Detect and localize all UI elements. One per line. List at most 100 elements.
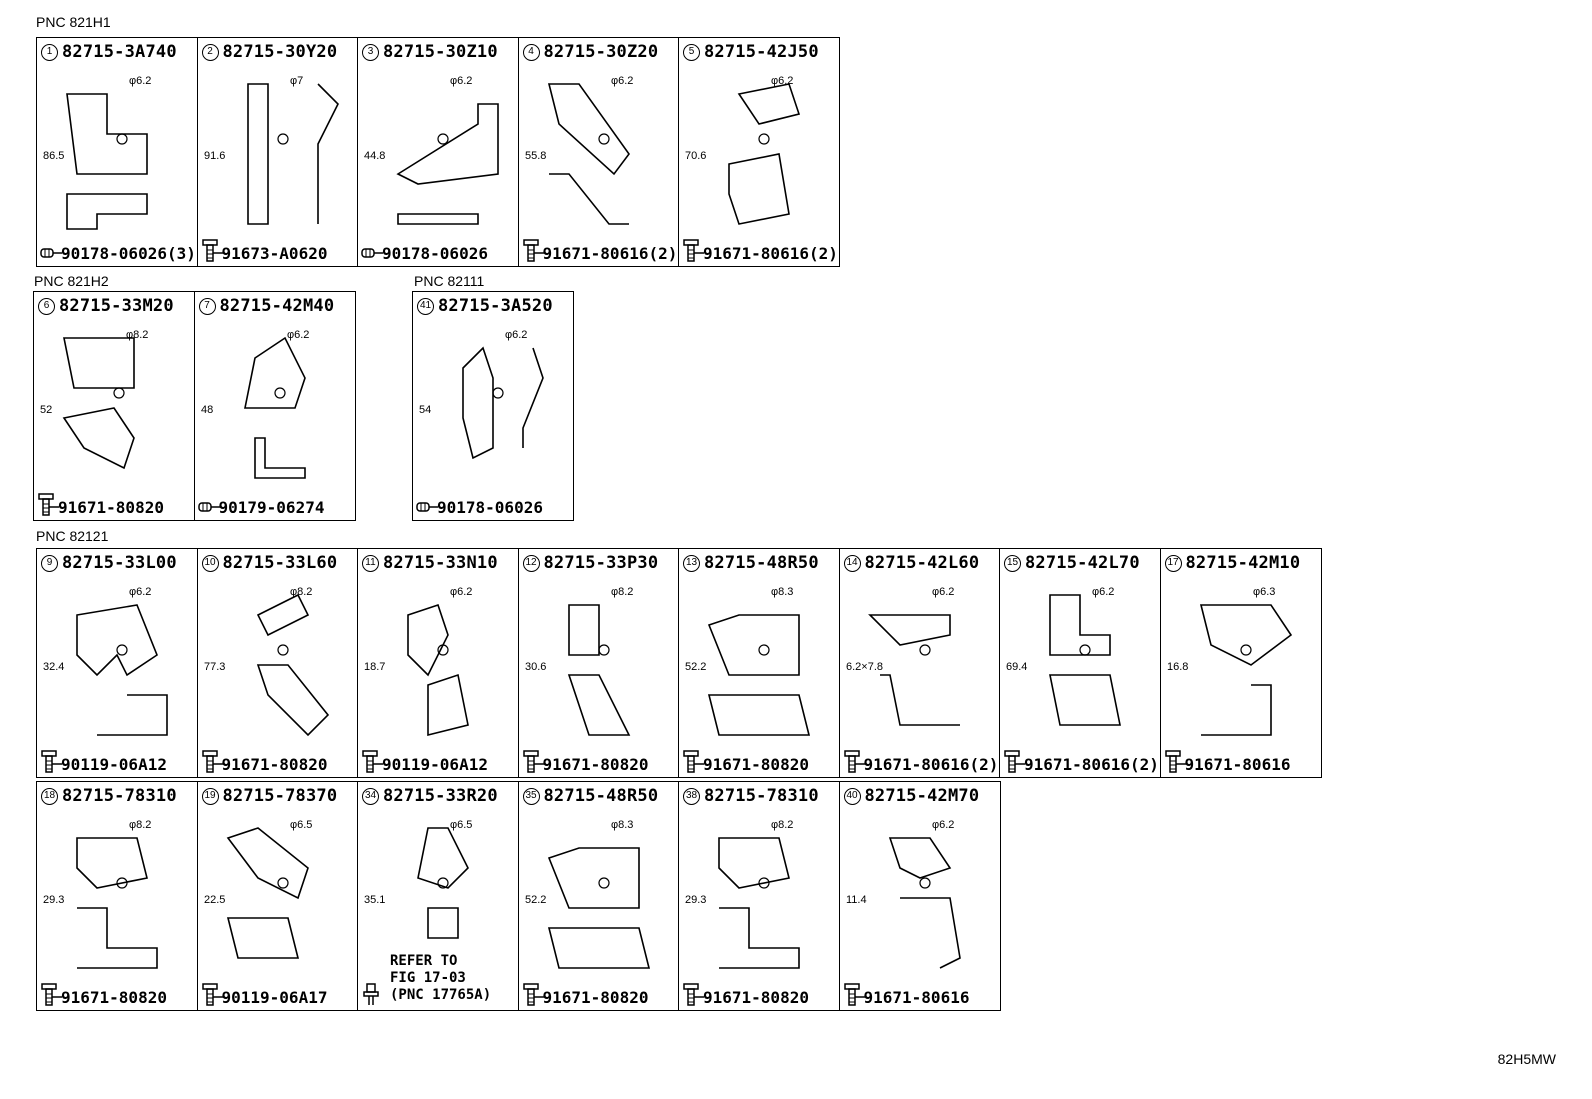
part-number[interactable]: 82715-33L60 <box>222 553 338 573</box>
fastener-part-number[interactable]: 90119-06A12 <box>382 755 488 774</box>
fastener-part-number[interactable]: 91671-80820 <box>542 988 649 1007</box>
nut-icon <box>361 238 383 262</box>
fastener-row: 91671-80616(2) <box>522 238 678 263</box>
part-number[interactable]: 82715-33R20 <box>383 786 498 806</box>
fastener-part-number[interactable]: 91671-80616(2) <box>542 244 678 263</box>
dimension-label: 11.4 <box>846 894 867 906</box>
fastener-part-number[interactable]: 91673-A0620 <box>221 244 328 263</box>
part-number[interactable]: 82715-30Z10 <box>383 42 498 62</box>
part-number[interactable]: 82715-33L00 <box>62 553 177 573</box>
part-number[interactable]: 82715-33N10 <box>383 553 498 573</box>
hole-diameter-label: φ8.2 <box>126 329 148 341</box>
fastener-row: 90119-06A17 <box>201 982 328 1007</box>
part-number[interactable]: 82715-33P30 <box>543 553 659 573</box>
fastener-part-number[interactable]: 90178-06026(3) <box>61 244 196 263</box>
fastener-row: 91671-80820 <box>40 982 167 1006</box>
fastener-row: 91671-80820 <box>37 492 164 516</box>
fastener-part-number[interactable]: 91671-80820 <box>61 988 167 1007</box>
part-number[interactable]: 82715-78310 <box>704 786 819 806</box>
fastener-part-number[interactable]: 91671-80820 <box>221 755 328 774</box>
fastener-row: 90178-06026 <box>416 492 543 516</box>
fastener-row: 91671-80616 <box>1164 749 1291 774</box>
part-number[interactable]: 82715-78370 <box>222 786 338 806</box>
callout-number: 4 <box>522 43 540 61</box>
callout-number: 6 <box>38 297 55 315</box>
fastener-part-number[interactable]: 91671-80820 <box>703 755 809 774</box>
part-number[interactable]: 82715-42L70 <box>1025 553 1140 573</box>
fastener-part-number[interactable]: 91671-80820 <box>542 755 649 774</box>
part-number[interactable]: 82715-48R50 <box>543 786 659 806</box>
fastener-part-number[interactable]: 91671-80616(2) <box>1024 755 1159 774</box>
fastener-part-number[interactable]: 91671-80616(2) <box>703 244 838 263</box>
hole-diameter-label: φ6.2 <box>611 75 633 87</box>
fastener-part-number[interactable]: 91671-80820 <box>58 498 164 517</box>
part-number[interactable]: 82715-42J50 <box>704 42 819 62</box>
fastener-part-number[interactable]: 90178-06026 <box>382 244 488 263</box>
fastener-part-number[interactable]: 91671-80820 <box>703 988 809 1007</box>
fastener-part-number[interactable]: 90178-06026 <box>437 498 543 517</box>
part-number[interactable]: 82715-30Z20 <box>543 42 659 62</box>
fastener-part-number[interactable]: 91671-80616 <box>1184 755 1291 774</box>
part-number[interactable]: 82715-42M40 <box>219 296 335 316</box>
dimension-label: 55.8 <box>525 150 546 162</box>
bolt-icon <box>201 982 223 1006</box>
part-number[interactable]: 82715-30Y20 <box>222 42 338 62</box>
part-number[interactable]: 82715-48R50 <box>704 553 819 573</box>
part-number[interactable]: 82715-33M20 <box>59 296 174 316</box>
fastener-part-number[interactable]: 90119-06A12 <box>61 755 167 774</box>
part-number[interactable]: 82715-3A740 <box>62 42 177 62</box>
part-number[interactable]: 82715-42L60 <box>864 553 980 573</box>
fastener-row: 91671-80820 <box>682 749 809 773</box>
fastener-part-number[interactable]: 90179-06274 <box>218 498 325 517</box>
part-number[interactable]: 82715-42M70 <box>864 786 980 806</box>
part-number[interactable]: 82715-3A520 <box>438 296 553 316</box>
fastener-part-number[interactable]: 91671-80616 <box>863 988 970 1007</box>
callout-number: 35 <box>522 787 540 805</box>
part-number[interactable]: 82715-42M10 <box>1185 553 1301 573</box>
fastener-row: 91671-80616(2) <box>1003 749 1159 773</box>
hole-diameter-label: φ6.2 <box>771 75 793 87</box>
bolt-icon <box>682 238 704 262</box>
part-number[interactable]: 82715-78310 <box>62 786 177 806</box>
fastener-row: 90179-06274 <box>197 492 325 517</box>
hole-diameter-label: φ6.2 <box>129 586 151 598</box>
refer-to-note[interactable]: REFER TO FIG 17-03 (PNC 17765A) <box>390 953 492 1003</box>
fastener-part-number[interactable]: 91671-80616(2) <box>863 755 999 774</box>
fastener-part-number[interactable]: 90119-06A17 <box>221 988 328 1007</box>
